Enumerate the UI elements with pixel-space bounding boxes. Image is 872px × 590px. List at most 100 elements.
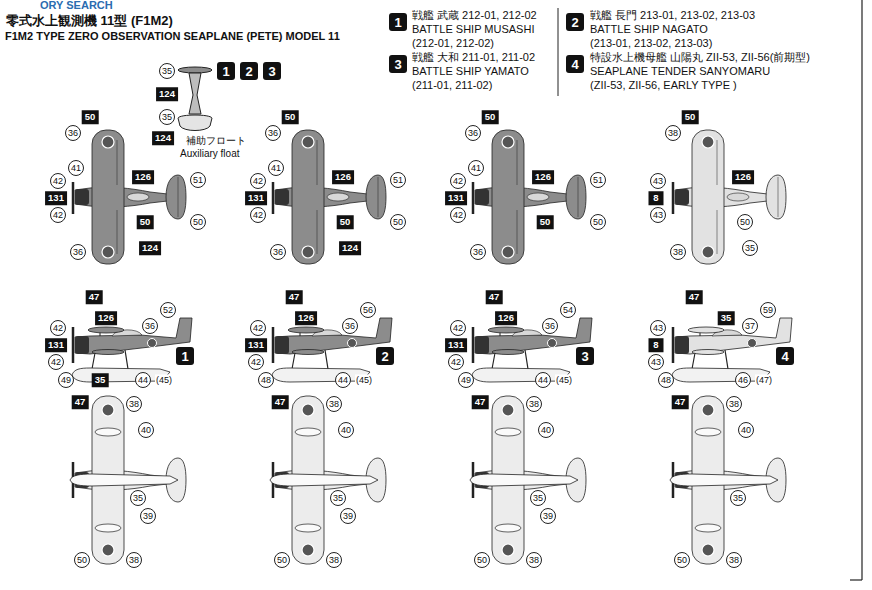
callout-number: 47 bbox=[286, 290, 303, 304]
callout-number: 43 bbox=[650, 320, 666, 336]
watermark: ORY SEARCH bbox=[40, 0, 113, 11]
callout-number: 59 bbox=[760, 302, 776, 318]
callout-number: (45) bbox=[155, 375, 173, 386]
callout-number: 124 bbox=[139, 241, 161, 255]
callout-number: 46 bbox=[735, 372, 751, 388]
version-marker: 3 bbox=[576, 347, 594, 365]
callout-number: 39 bbox=[540, 508, 556, 524]
callout-number: (47) bbox=[755, 375, 773, 386]
callout-number: 44 bbox=[335, 372, 351, 388]
legend-text: 特設水上機母艦 山陽丸 ZII-53, ZII-56(前期型) bbox=[590, 52, 810, 63]
callout-number: 42 bbox=[48, 354, 64, 370]
legend-text: SEAPLANE TENDER SANYOMARU bbox=[590, 66, 770, 77]
auxiliary-float-detail bbox=[178, 67, 212, 131]
callout-number: 49 bbox=[458, 372, 474, 388]
frame-line bbox=[850, 579, 862, 580]
callout-number: 38 bbox=[126, 552, 142, 568]
callout-number: 131 bbox=[45, 338, 67, 352]
legend-text: 戦艦 武蔵 212-01, 212-02 bbox=[412, 10, 537, 21]
callout-number: 47 bbox=[86, 290, 103, 304]
callout-number: 42 bbox=[250, 173, 266, 189]
callout-number: (45) bbox=[355, 375, 373, 386]
callout-number: (45) bbox=[555, 375, 573, 386]
callout-number: 39 bbox=[140, 508, 156, 524]
callout-number: 49 bbox=[58, 372, 74, 388]
callout-number: 40 bbox=[338, 422, 354, 438]
callout-number: 126 bbox=[495, 311, 517, 325]
callout-number: 42 bbox=[50, 173, 66, 189]
callout-number: 47 bbox=[686, 290, 703, 304]
callout-number: 8 bbox=[649, 191, 664, 205]
callout-number: 50 bbox=[682, 110, 699, 124]
callout-number: 42 bbox=[50, 320, 66, 336]
callout-number: 35 bbox=[130, 490, 146, 506]
legend-text: (213-01, 213-02, 213-03) bbox=[590, 38, 712, 49]
callout-number: 47 bbox=[672, 395, 689, 409]
callout-number: 124 bbox=[152, 131, 174, 145]
callout-number: 41 bbox=[468, 160, 484, 176]
callout-number: 44 bbox=[135, 372, 151, 388]
callout-number: 36 bbox=[542, 318, 558, 334]
callout-number: 131 bbox=[445, 191, 467, 205]
note-text: Auxiliary float bbox=[180, 149, 239, 159]
callout-number: 42 bbox=[50, 207, 66, 223]
callout-number: 126 bbox=[332, 170, 354, 184]
callout-number: 35 bbox=[718, 311, 735, 325]
callout-number: 44 bbox=[535, 372, 551, 388]
callout-number: 42 bbox=[250, 320, 266, 336]
version-marker: 1 bbox=[176, 347, 194, 365]
note-text: 補助フロート bbox=[186, 136, 246, 146]
version-marker: 2 bbox=[376, 347, 394, 365]
callout-number: 50 bbox=[282, 110, 299, 124]
callout-number: 47 bbox=[472, 395, 489, 409]
bottom-view-aircraft bbox=[470, 396, 586, 564]
callout-number: 39 bbox=[340, 508, 356, 524]
bottom-view-aircraft bbox=[670, 396, 786, 564]
callout-number: 54 bbox=[560, 302, 576, 318]
top-view-aircraft bbox=[473, 130, 586, 264]
callout-number: 47 bbox=[486, 290, 503, 304]
bottom-view-aircraft bbox=[270, 396, 386, 564]
callout-number: 42 bbox=[450, 173, 466, 189]
callout-number: 43 bbox=[650, 207, 666, 223]
version-marker: 3 bbox=[263, 62, 281, 80]
callout-number: 50 bbox=[74, 552, 90, 568]
drawing-part bbox=[178, 115, 212, 131]
callout-number: 38 bbox=[326, 552, 342, 568]
legend-text: (211-01, 211-02) bbox=[412, 80, 492, 91]
callout-number: 42 bbox=[450, 207, 466, 223]
callout-number: 38 bbox=[526, 552, 542, 568]
callout-number: 50 bbox=[674, 552, 690, 568]
version-marker: 2 bbox=[566, 13, 584, 31]
diagram-title: 零式水上観測機 11型 (F1M2) bbox=[6, 14, 173, 27]
callout-number: 50 bbox=[537, 215, 554, 229]
drawing-part bbox=[189, 73, 201, 114]
callout-number: 40 bbox=[538, 422, 554, 438]
callout-number: 56 bbox=[360, 302, 376, 318]
version-marker: 1 bbox=[389, 13, 407, 31]
callout-number: 50 bbox=[482, 110, 499, 124]
callout-number: 41 bbox=[268, 160, 284, 176]
callout-number: 48 bbox=[258, 372, 274, 388]
callout-number: 36 bbox=[270, 244, 286, 260]
side-view-aircraft bbox=[672, 318, 792, 382]
callout-number: 36 bbox=[65, 125, 81, 141]
callout-number: 38 bbox=[126, 396, 142, 412]
callout-number: 124 bbox=[339, 241, 361, 255]
callout-number: 50 bbox=[82, 110, 99, 124]
callout-number: 50 bbox=[590, 214, 606, 230]
callout-number: 43 bbox=[648, 354, 664, 370]
callout-number: 126 bbox=[132, 170, 154, 184]
top-view-aircraft bbox=[73, 130, 186, 264]
callout-number: 47 bbox=[272, 395, 289, 409]
version-marker: 1 bbox=[217, 62, 235, 80]
legend-text: (212-01, 212-02) bbox=[412, 38, 494, 49]
callout-number: 40 bbox=[138, 422, 154, 438]
callout-number: 51 bbox=[390, 172, 406, 188]
callout-number: 131 bbox=[245, 338, 267, 352]
callout-number: 47 bbox=[72, 395, 89, 409]
callout-number: 36 bbox=[470, 244, 486, 260]
callout-number: 35 bbox=[730, 490, 746, 506]
callout-number: 50 bbox=[474, 552, 490, 568]
callout-number: 51 bbox=[590, 172, 606, 188]
